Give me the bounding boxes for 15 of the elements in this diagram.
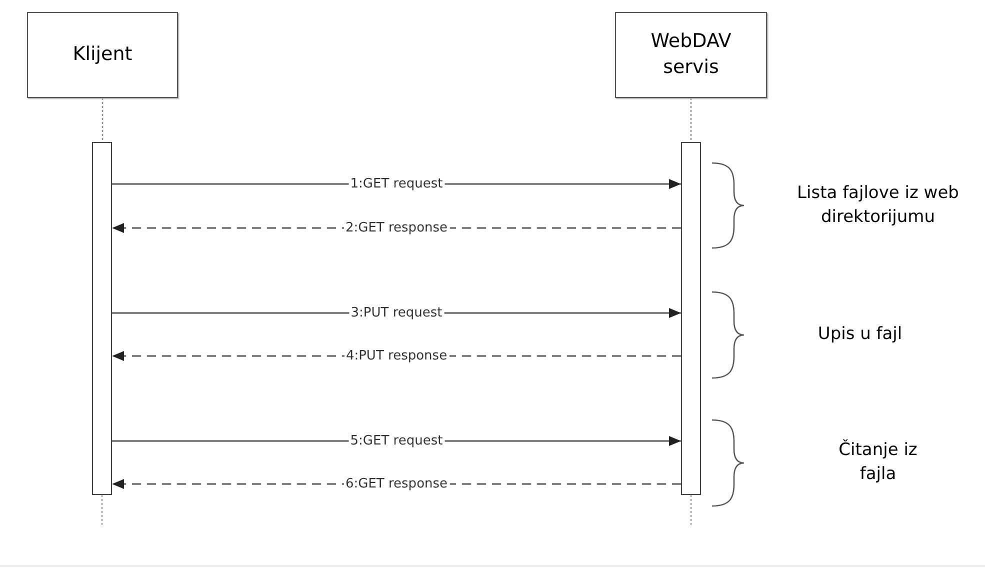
lifeline-head-box: Klijent bbox=[27, 12, 178, 98]
edge-label: 1:GET request bbox=[348, 176, 445, 192]
lifeline bbox=[102, 98, 104, 142]
annotation-text: Lista fajlove iz web direktorijumu bbox=[796, 182, 960, 229]
edge-label: 3:PUT request bbox=[348, 306, 444, 320]
edge-label: 5:GET request bbox=[348, 434, 445, 448]
annotation-text: Upis u fajl bbox=[818, 323, 902, 346]
edge-label: 4:PUT response bbox=[344, 348, 450, 364]
annotation-text: Čitanje iz fajla bbox=[838, 439, 918, 486]
activation-bar bbox=[92, 142, 112, 495]
edge-label: 2:GET response bbox=[343, 220, 450, 236]
lifeline-head-box: WebDAV servis bbox=[615, 12, 767, 98]
activation-bar bbox=[681, 142, 701, 495]
lifeline bbox=[690, 98, 692, 142]
edge-label: 6:GET response bbox=[343, 476, 450, 492]
